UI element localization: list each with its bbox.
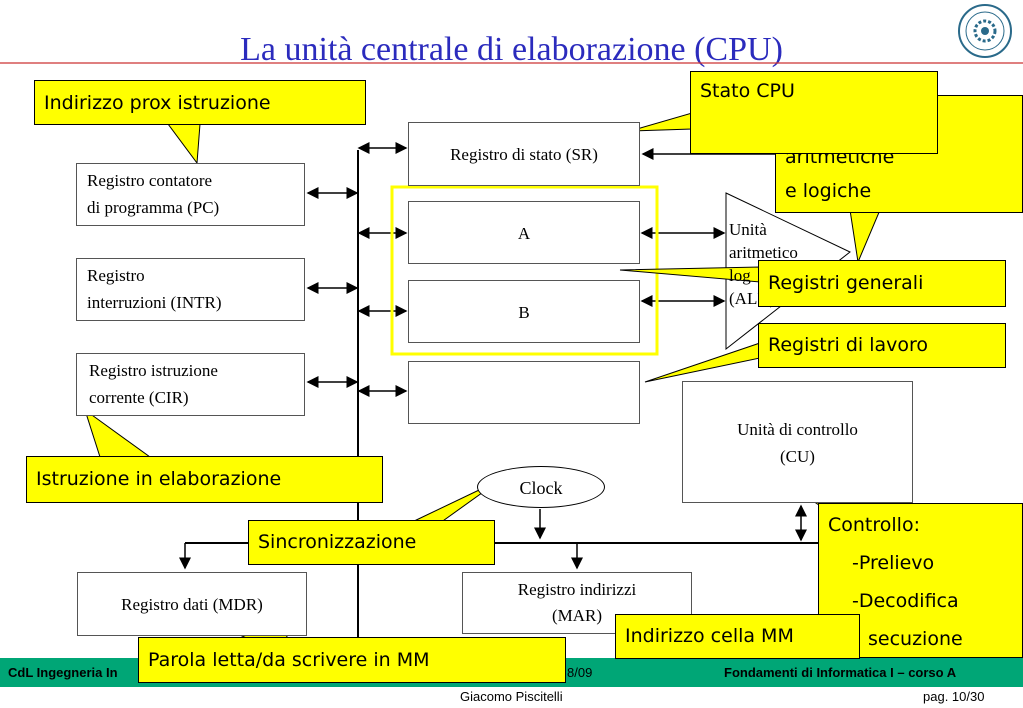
callout-controllo-title: Controllo: <box>828 514 920 536</box>
callout-parola: Parola letta/da scrivere in MM <box>138 637 566 683</box>
page-title: La unità centrale di elaborazione (CPU) <box>240 31 783 68</box>
work-register <box>408 361 640 424</box>
callout-indirizzo-prox-text: Indirizzo prox istruzione <box>44 92 271 114</box>
intr-label-2: interruzioni (INTR) <box>87 293 222 312</box>
callout-registri-lavoro-text: Registri di lavoro <box>768 334 929 356</box>
callout-sincronizzazione-text: Sincronizzazione <box>258 531 417 553</box>
mar-label-2: (MAR) <box>551 606 603 625</box>
callout-operazioni-text-2: e logiche <box>785 180 872 202</box>
callout-indirizzo-prox: Indirizzo prox istruzione <box>34 80 366 125</box>
footer-author: Giacomo Piscitelli <box>460 689 563 704</box>
cir-label-1: Registro istruzione <box>89 361 218 380</box>
callout-indirizzo-cella: Indirizzo cella MM <box>615 614 860 659</box>
intr-register: Registro interruzioni (INTR) <box>76 258 305 321</box>
footer-subject: Fondamenti di Informatica I – corso A <box>724 665 957 680</box>
footer-course: CdL Ingegneria In <box>8 665 118 680</box>
callout-istruzione-elab-text: Istruzione in elaborazione <box>36 468 282 490</box>
cu-label-1: Unità di controllo <box>737 420 858 439</box>
callout-controllo-item-1: -Prelievo <box>852 552 935 574</box>
alu-label-1: Unità <box>729 220 767 239</box>
callout-stato-cpu: Stato CPU <box>690 71 938 154</box>
callout-parola-text: Parola letta/da scrivere in MM <box>148 649 430 671</box>
pc-label-2: di programma (PC) <box>87 198 220 217</box>
university-logo <box>955 2 1015 60</box>
callout-registri-lavoro: Registri di lavoro <box>758 323 1006 368</box>
callout-registri-generali-text: Registri generali <box>768 272 924 294</box>
callout-sincronizzazione: Sincronizzazione <box>248 520 495 565</box>
clock-label: Clock <box>519 478 563 498</box>
mar-label-1: Registro indirizzi <box>517 580 637 599</box>
pc-label-1: Registro contatore <box>87 171 213 190</box>
a-label: A <box>517 224 531 243</box>
footer-page: pag. 10/30 <box>923 689 985 704</box>
callout-istruzione-elab: Istruzione in elaborazione <box>26 456 383 503</box>
alu-label-2: aritmetico <box>729 243 798 262</box>
sr-register: Registro di stato (SR) <box>408 122 640 186</box>
cir-register: Registro istruzione corrente (CIR) <box>76 353 305 416</box>
intr-label-1: Registro <box>87 266 145 285</box>
a-register: A <box>408 201 640 264</box>
pc-register: Registro contatore di programma (PC) <box>76 163 305 226</box>
control-unit: Unità di controllo (CU) <box>682 381 913 503</box>
callout-indirizzo-cella-text: Indirizzo cella MM <box>625 625 794 647</box>
cir-label-2: corrente (CIR) <box>89 388 189 407</box>
b-label: B <box>518 303 530 322</box>
callout-stato-cpu-text: Stato CPU <box>700 80 795 102</box>
mdr-label: Registro dati (MDR) <box>121 595 263 614</box>
clock-node: Clock <box>477 466 605 508</box>
footer-date: 8/09 <box>567 665 593 680</box>
callout-registri-generali: Registri generali <box>758 260 1006 307</box>
callout-controllo-item-3: secuzione <box>868 628 963 650</box>
callout-controllo-item-2: -Decodifica <box>852 590 959 612</box>
sr-label: Registro di stato (SR) <box>450 145 598 164</box>
alu-label-3: log <box>729 266 751 285</box>
mdr-register: Registro dati (MDR) <box>77 572 307 636</box>
b-register: B <box>408 280 640 343</box>
cu-label-2: (CU) <box>780 447 815 466</box>
